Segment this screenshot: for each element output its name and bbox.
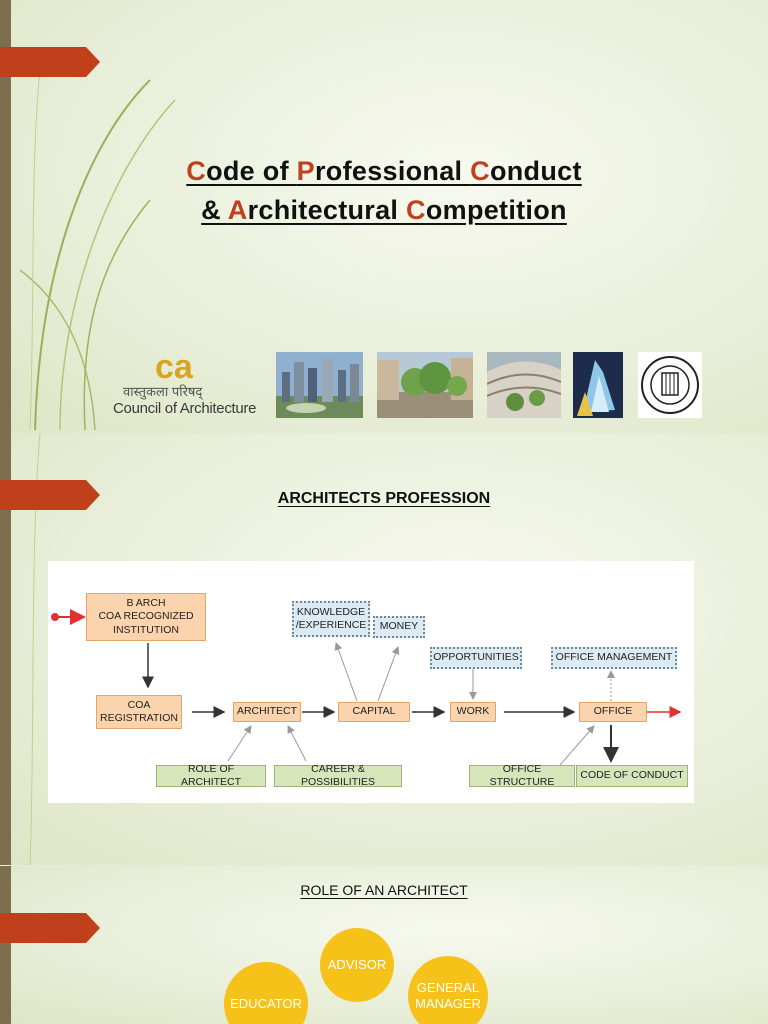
title-word-text: rofessional bbox=[314, 156, 471, 186]
slide-arrow-tab bbox=[0, 913, 100, 943]
crystal-tower-image bbox=[573, 352, 623, 418]
flowchart-connectors bbox=[51, 609, 682, 766]
barch-box: B ARCH COA RECOGNIZED INSTITUTION bbox=[86, 593, 206, 641]
coa-registration-box: COA REGISTRATION bbox=[96, 695, 182, 729]
educator-circle: EDUCATOR bbox=[224, 962, 308, 1024]
slide-left-bar bbox=[0, 866, 11, 1024]
general-manager-circle: GENERAL MANAGER bbox=[408, 956, 488, 1024]
slide-arrow-tab bbox=[0, 47, 100, 77]
title-word-text: ompetition bbox=[425, 195, 567, 225]
slide-title-line-1: Code of Professional Conduct bbox=[0, 156, 768, 187]
title-word-text: & bbox=[201, 195, 228, 225]
title-word-text: onduct bbox=[489, 156, 582, 186]
work-box: WORK bbox=[450, 702, 496, 722]
capital-box: CAPITAL bbox=[338, 702, 410, 722]
coa-logo: ca वास्तुकला परिषद् Council of Architect… bbox=[108, 350, 268, 420]
slide-title-line-2: & Architectural Competition bbox=[0, 195, 768, 226]
title-word-text: rchitectural bbox=[247, 195, 407, 225]
slide-title: Code of Professional Conduct & Architect… bbox=[0, 0, 768, 433]
slide-heading: ROLE OF AN ARCHITECT bbox=[300, 882, 468, 898]
title-capital-letter: C bbox=[470, 156, 490, 186]
slide-architects-profession: ARCHITECTS PROFESSION bbox=[0, 433, 768, 865]
title-capital-letter: C bbox=[406, 195, 426, 225]
advisor-circle: ADVISOR bbox=[320, 928, 394, 1002]
slide-arrow-tab bbox=[0, 480, 100, 510]
role-of-architect-box: ROLE OF ARCHITECT bbox=[156, 763, 266, 788]
office-box: OFFICE bbox=[579, 702, 647, 722]
code-of-conduct-box: CODE OF CONDUCT bbox=[576, 765, 688, 787]
title-capital-letter: A bbox=[227, 195, 248, 225]
seal-emblem-icon bbox=[641, 356, 699, 414]
slide-heading: ARCHITECTS PROFESSION bbox=[277, 490, 491, 507]
title-capital-letter: C bbox=[186, 156, 207, 186]
title-word-text: ode of bbox=[206, 156, 297, 186]
plaza-trees-image bbox=[377, 352, 473, 418]
coa-logo-mark: ca bbox=[155, 348, 193, 386]
coa-logo-name: Council of Architecture bbox=[113, 400, 257, 417]
city-skyline-image bbox=[276, 352, 363, 418]
office-management-box: OFFICE MANAGEMENT bbox=[551, 647, 677, 669]
office-structure-box: OFFICE STRUCTURE bbox=[469, 763, 575, 788]
curved-building-image bbox=[487, 352, 561, 418]
money-box: MONEY bbox=[373, 616, 425, 638]
coa-logo-hindi: वास्तुकला परिषद् bbox=[123, 384, 203, 399]
architect-box: ARCHITECT bbox=[233, 702, 301, 722]
profession-flowchart: B ARCH COA RECOGNIZED INSTITUTION COA RE… bbox=[48, 561, 694, 803]
slide-left-bar bbox=[0, 0, 11, 433]
decorative-leaves bbox=[19, 69, 176, 431]
opportunities-box: OPPORTUNITIES bbox=[430, 647, 522, 669]
institute-seal-image bbox=[638, 352, 702, 418]
slide-role-of-architect: ROLE OF AN ARCHITECT ADVISOR EDUCATOR GE… bbox=[0, 866, 768, 1024]
title-capital-letter: P bbox=[296, 156, 315, 186]
career-possibilities-box: CAREER & POSSIBILITIES bbox=[274, 763, 402, 788]
slide-left-bar bbox=[0, 433, 11, 865]
knowledge-box: KNOWLEDGE /EXPERIENCE bbox=[292, 601, 370, 637]
